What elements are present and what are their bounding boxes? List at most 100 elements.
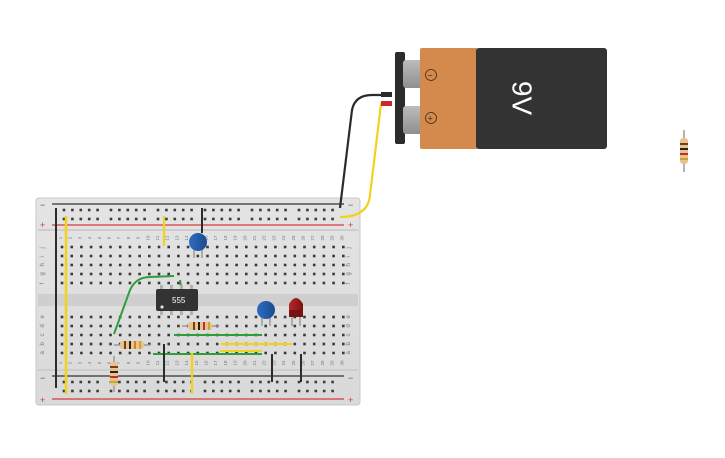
rail-hole[interactable] [165,208,168,212]
breadboard-hole[interactable] [138,351,141,355]
breadboard-hole[interactable] [293,333,297,337]
breadboard-hole[interactable] [89,315,93,319]
breadboard-hole[interactable] [148,254,151,258]
breadboard-hole[interactable] [322,333,326,337]
rail-hole[interactable] [212,217,215,221]
breadboard-hole[interactable] [264,272,267,276]
breadboard-hole[interactable] [109,351,112,355]
breadboard-hole[interactable] [89,263,93,267]
rail-hole[interactable] [267,389,271,393]
breadboard-hole[interactable] [80,351,83,355]
breadboard-hole[interactable] [215,315,219,319]
rail-hole[interactable] [314,208,318,212]
breadboard-hole[interactable] [342,351,345,355]
rail-hole[interactable] [322,208,326,212]
rail-hole[interactable] [96,380,99,384]
rail-hole[interactable] [87,208,91,212]
breadboard-hole[interactable] [322,245,326,249]
breadboard-hole[interactable] [177,342,180,346]
breadboard-hole[interactable] [342,324,345,328]
breadboard-hole[interactable] [196,254,200,258]
breadboard-hole[interactable] [89,351,93,355]
breadboard-hole[interactable] [109,263,112,267]
breadboard-hole[interactable] [225,263,229,267]
breadboard-hole[interactable] [303,272,306,276]
rail-hole[interactable] [126,380,130,384]
rail-hole[interactable] [118,217,121,221]
rail-hole[interactable] [190,217,193,221]
breadboard-hole[interactable] [80,263,83,267]
breadboard-hole[interactable] [303,281,306,285]
breadboard-hole[interactable] [118,333,122,337]
ceramic-capacitor-bottom[interactable] [257,301,275,326]
breadboard-hole[interactable] [186,342,190,346]
breadboard-hole[interactable] [293,351,297,355]
breadboard-hole[interactable] [99,272,103,276]
rail-hole[interactable] [79,217,83,221]
breadboard-hole[interactable] [128,315,132,319]
breadboard-hole[interactable] [109,333,112,337]
breadboard-hole[interactable] [70,272,73,276]
breadboard-hole[interactable] [109,315,112,319]
rail-hole[interactable] [71,208,74,212]
breadboard-hole[interactable] [274,324,277,328]
breadboard-hole[interactable] [99,254,103,258]
rail-hole[interactable] [143,217,146,221]
rail-hole[interactable] [331,217,334,221]
breadboard-hole[interactable] [274,272,277,276]
breadboard-hole[interactable] [148,324,151,328]
rail-hole[interactable] [203,217,207,221]
breadboard-hole[interactable] [264,324,267,328]
breadboard-hole[interactable] [215,272,219,276]
breadboard-hole[interactable] [70,351,73,355]
breadboard-hole[interactable] [99,281,103,285]
breadboard-hole[interactable] [60,333,64,337]
breadboard-hole[interactable] [167,263,170,267]
rail-hole[interactable] [237,380,240,384]
breadboard-hole[interactable] [177,315,180,319]
breadboard-hole[interactable] [60,351,64,355]
rail-hole[interactable] [165,380,168,384]
rail-hole[interactable] [143,389,146,393]
breadboard-hole[interactable] [322,272,326,276]
breadboard-hole[interactable] [206,272,209,276]
breadboard-hole[interactable] [322,315,326,319]
rail-hole[interactable] [126,217,130,221]
breadboard-hole[interactable] [254,254,258,258]
rail-hole[interactable] [306,217,309,221]
ceramic-capacitor-top[interactable] [189,233,207,258]
breadboard-hole[interactable] [177,254,180,258]
breadboard-hole[interactable] [99,342,103,346]
breadboard-hole[interactable] [312,333,316,337]
rail-hole[interactable] [259,380,262,384]
breadboard-hole[interactable] [342,333,345,337]
breadboard-hole[interactable] [128,351,132,355]
breadboard-hole[interactable] [148,315,151,319]
rail-hole[interactable] [297,217,301,221]
breadboard-hole[interactable] [80,281,83,285]
breadboard-hole[interactable] [322,324,326,328]
rail-hole[interactable] [322,389,326,393]
breadboard-hole[interactable] [303,351,306,355]
breadboard-hole[interactable] [167,272,170,276]
breadboard-hole[interactable] [128,254,132,258]
breadboard-hole[interactable] [332,351,335,355]
rail-hole[interactable] [118,208,121,212]
breadboard-hole[interactable] [342,342,345,346]
breadboard-hole[interactable] [303,263,306,267]
breadboard-hole[interactable] [322,263,326,267]
breadboard-hole[interactable] [342,254,345,258]
breadboard-hole[interactable] [70,254,73,258]
rail-hole[interactable] [118,380,121,384]
rail-hole[interactable] [165,217,168,221]
breadboard-hole[interactable] [89,281,93,285]
breadboard-hole[interactable] [138,324,141,328]
rail-hole[interactable] [314,217,318,221]
breadboard-hole[interactable] [80,272,83,276]
rail-hole[interactable] [250,380,254,384]
rail-hole[interactable] [267,380,271,384]
breadboard-hole[interactable] [293,263,297,267]
breadboard-hole[interactable] [312,254,316,258]
breadboard-hole[interactable] [138,281,141,285]
breadboard-hole[interactable] [99,245,103,249]
